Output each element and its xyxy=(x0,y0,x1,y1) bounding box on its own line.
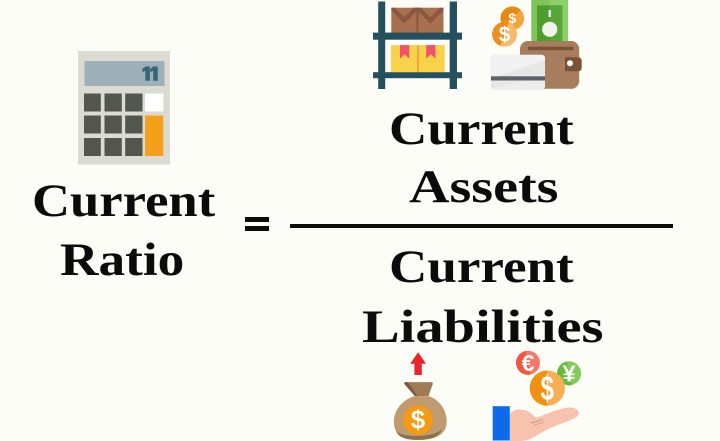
svg-text:¥: ¥ xyxy=(563,361,576,387)
svg-text:$: $ xyxy=(508,10,516,26)
svg-text:$: $ xyxy=(541,370,554,408)
svg-text:$: $ xyxy=(499,23,511,46)
svg-text:$: $ xyxy=(411,405,426,435)
svg-text:€: € xyxy=(522,350,535,376)
